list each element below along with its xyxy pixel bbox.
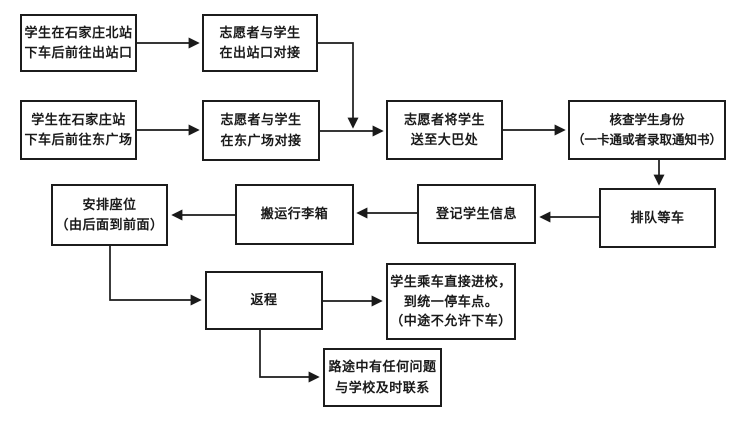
edge-return-to-contact: [259, 330, 320, 383]
flow-node-label: 学生在石家庄站 下车后前往东广场: [24, 111, 133, 147]
flow-node-label: 搬运行李箱: [260, 206, 329, 222]
flow-node-label: 登记学生信息: [435, 205, 517, 221]
flow-node-return-trip: 返程: [205, 271, 323, 330]
flow-node-label: 核查学生身份 （一卡通或者录取通知书）: [572, 113, 723, 147]
flow-node-move-luggage: 搬运行李箱: [235, 184, 354, 245]
flow-node-north-station-arrival: 学生在石家庄北站 下车后前往出站口: [20, 14, 137, 72]
flow-node-register-info: 登记学生信息: [417, 184, 536, 244]
flow-node-label: 志愿者与学生 在出站口对接: [219, 24, 301, 60]
flow-node-contact-school: 路途中有任何问题 与学校及时联系: [323, 348, 442, 407]
flow-node-verify-identity: 核查学生身份 （一卡通或者录取通知书）: [568, 100, 726, 160]
flow-node-arrange-seats: 安排座位 （由后面到前面）: [51, 184, 168, 246]
flow-node-main-station-arrival: 学生在石家庄站 下车后前往东广场: [20, 100, 137, 160]
flow-node-exit-gate-meet: 志愿者与学生 在出站口对接: [202, 14, 318, 72]
flow-node-label: 返程: [250, 292, 278, 308]
flow-node-label: 志愿者与学生 在东广场对接: [220, 112, 302, 148]
flow-node-queue-for-bus: 排队等车: [599, 188, 716, 248]
flow-node-label: 学生乘车直接进校， 到统一停车点。 （中途不允许下车）: [390, 274, 512, 329]
flow-node-label: 志愿者将学生 送至大巴处: [403, 111, 485, 147]
edge-seats-to-return: [109, 246, 202, 306]
flow-node-label: 排队等车: [630, 209, 685, 225]
flow-node-east-square-meet: 志愿者与学生 在东广场对接: [202, 100, 320, 161]
edge-exit-gate-to-merge: [318, 42, 359, 129]
flow-node-label: 学生在石家庄北站 下车后前往出站口: [24, 24, 133, 60]
flow-node-label: 路途中有任何问题 与学校及时联系: [328, 359, 437, 395]
flow-node-escort-to-bus: 志愿者将学生 送至大巴处: [386, 100, 503, 160]
flow-node-label: 安排座位 （由后面到前面）: [55, 196, 164, 232]
flow-node-ride-to-campus: 学生乘车直接进校， 到统一停车点。 （中途不允许下车）: [386, 263, 516, 340]
